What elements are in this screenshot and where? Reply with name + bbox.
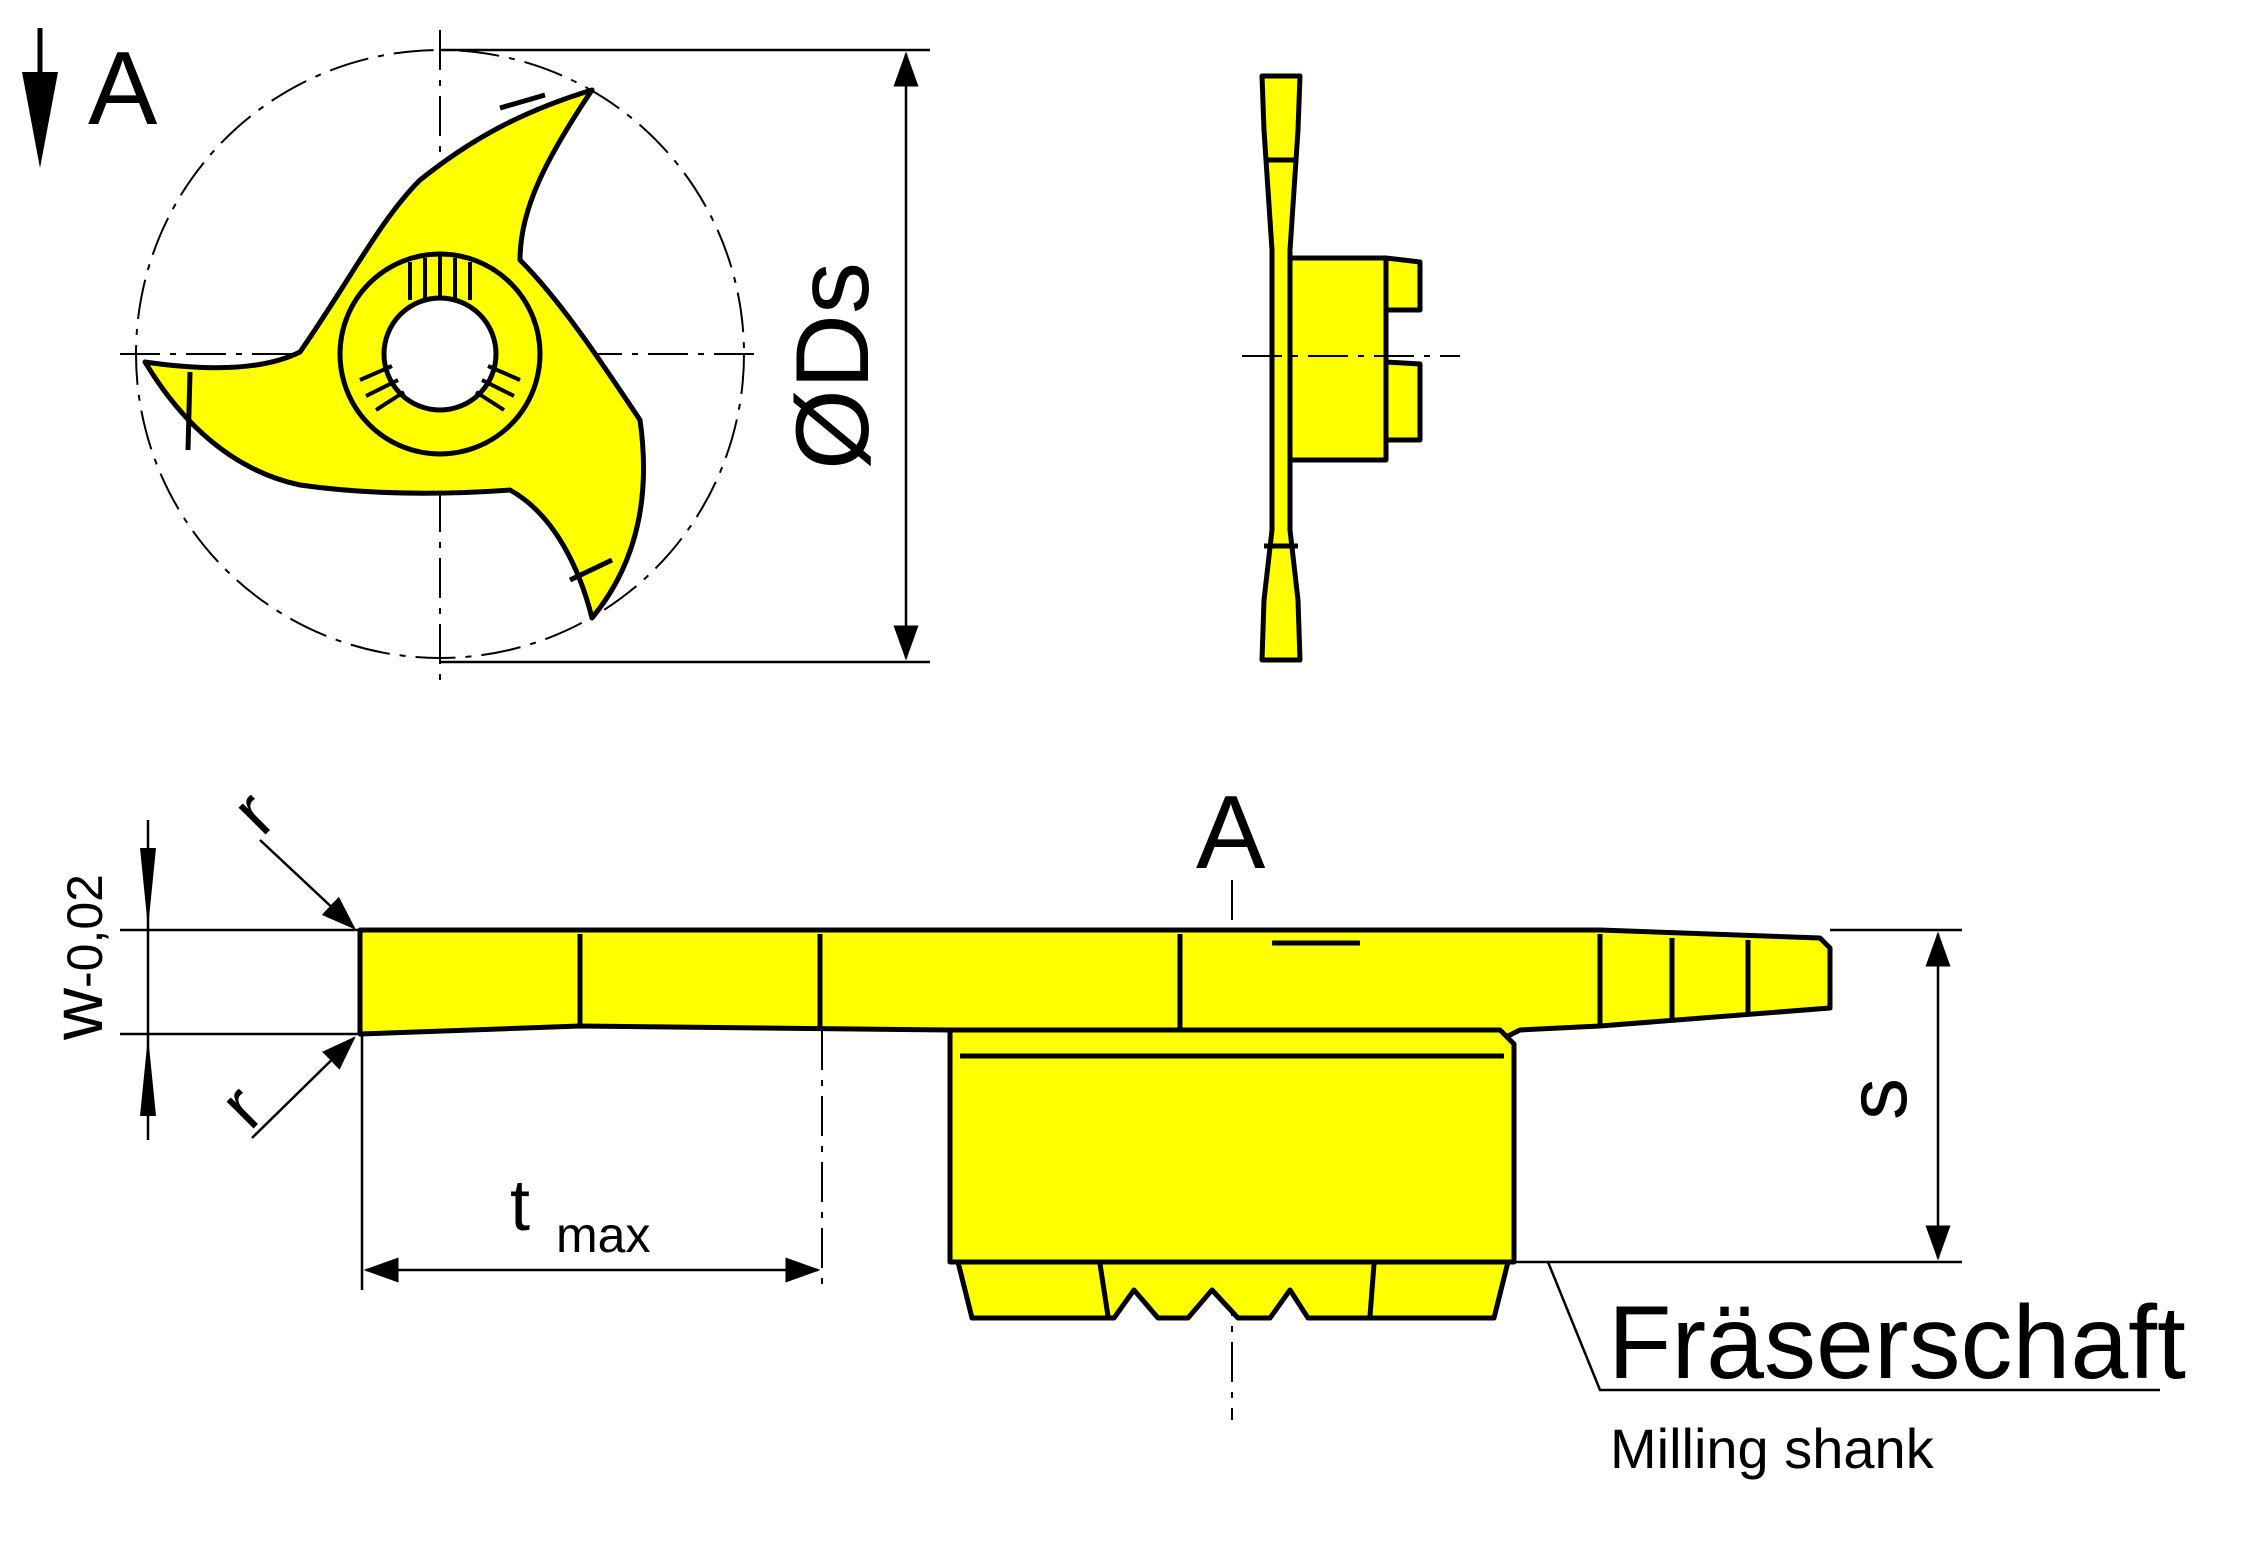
radius-bottom-label: r (205, 1070, 279, 1144)
diameter-label: ØDs (775, 262, 891, 470)
depth-subscript: max (556, 1207, 650, 1263)
bore-hole (381, 295, 499, 413)
view-direction-arrow (22, 72, 58, 168)
blade-section (357, 927, 1833, 1043)
hub-grooves (359, 256, 521, 412)
thickness-label: s (1830, 1078, 1924, 1120)
width-label: w-0,02 (38, 874, 118, 1041)
radius-top-label: r (217, 776, 291, 850)
shank-label-en: Milling shank (1610, 1417, 1935, 1480)
side-view (1242, 73, 1460, 663)
side-view-blade (1259, 73, 1303, 663)
section-marker-label: A (1196, 775, 1266, 891)
side-view-hub (1287, 255, 1423, 463)
section-view: w-0,02 r r t max A s Fräserschaft Millin… (38, 775, 2186, 1480)
shank-label-de: Fräserschaft (1608, 1285, 2186, 1401)
depth-label: t (510, 1166, 530, 1246)
front-view: ØDs A (22, 28, 930, 680)
view-marker-label: A (88, 31, 158, 147)
hub-section (947, 1027, 1517, 1265)
shank-teeth (955, 1259, 1511, 1321)
